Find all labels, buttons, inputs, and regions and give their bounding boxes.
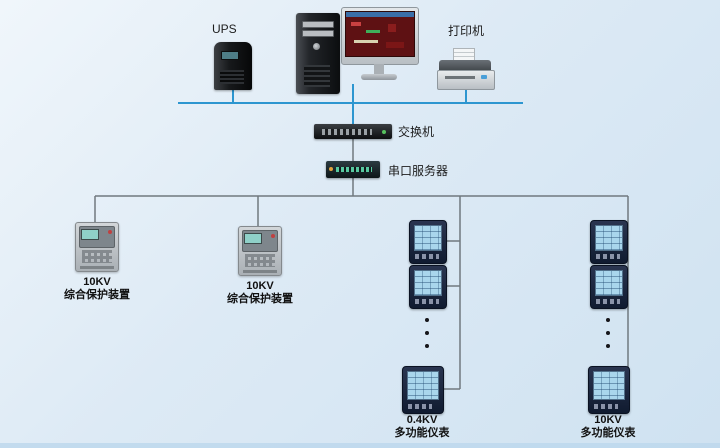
- screen-titlebar: [346, 12, 414, 17]
- tower-vents: [304, 65, 330, 87]
- serial-server-label: 串口服务器: [388, 164, 449, 178]
- meter-a-kv: 0.4KV: [406, 414, 438, 426]
- power-button-icon: [313, 43, 320, 50]
- protection-device-icon: [75, 222, 119, 272]
- vertical-ellipsis-icon: [424, 318, 430, 348]
- printer-top: [439, 60, 491, 72]
- monitor-stand: [374, 64, 384, 74]
- switch-ports: [322, 129, 372, 135]
- power-meter-icon: [588, 366, 630, 414]
- monitor-base: [361, 74, 397, 80]
- meter-a-name: 多功能仪表: [394, 427, 450, 439]
- ups-vents: [220, 70, 244, 84]
- device-lcd: [81, 229, 99, 240]
- computer-tower-icon: [296, 13, 340, 94]
- protection-b-kv: 10KV: [246, 280, 274, 292]
- ups-label: UPS: [212, 22, 237, 36]
- network-switch-icon: [314, 124, 392, 139]
- switch-label: 交换机: [398, 125, 435, 139]
- protection-device-icon: [238, 226, 282, 276]
- printer-icon: [437, 48, 495, 90]
- monitor-icon: [341, 7, 419, 83]
- printer-output-slot: [445, 76, 475, 79]
- power-meter-icon: [409, 265, 447, 309]
- ethernet-bus-lines: [178, 84, 523, 124]
- protection-a-name: 综合保护装置: [64, 289, 130, 301]
- meter-column-b-label: 10KV 多功能仪表: [568, 414, 648, 440]
- ups-display: [221, 51, 239, 60]
- serial-ports: [336, 167, 372, 172]
- printer-label: 打印机: [448, 24, 485, 38]
- device-keypad: [245, 254, 275, 267]
- printer-body: [437, 70, 495, 90]
- device-lcd: [244, 233, 262, 244]
- device-led: [108, 230, 112, 234]
- switch-led: [382, 130, 386, 134]
- vertical-ellipsis-icon: [605, 318, 611, 348]
- protection-b-label: 10KV 综合保护装置: [205, 280, 315, 306]
- protection-b-name: 综合保护装置: [227, 293, 293, 305]
- protection-a-label: 10KV 综合保护装置: [42, 276, 152, 302]
- power-meter-icon: [402, 366, 444, 414]
- printer-button: [481, 75, 487, 79]
- drive-bay: [302, 21, 334, 28]
- power-meter-icon: [409, 220, 447, 264]
- power-meter-icon: [590, 220, 628, 264]
- monitor-screen: [345, 11, 415, 57]
- meter-b-name: 多功能仪表: [580, 427, 636, 439]
- device-led: [271, 234, 275, 238]
- meter-b-kv: 10KV: [594, 414, 622, 426]
- meter-column-a-label: 0.4KV 多功能仪表: [382, 414, 462, 440]
- power-meter-icon: [590, 265, 628, 309]
- device-keypad: [82, 250, 112, 263]
- protection-a-kv: 10KV: [83, 276, 111, 288]
- ups-icon: [214, 42, 252, 90]
- serial-server-icon: [326, 161, 380, 178]
- drive-bay: [302, 30, 334, 37]
- serial-led: [329, 167, 333, 171]
